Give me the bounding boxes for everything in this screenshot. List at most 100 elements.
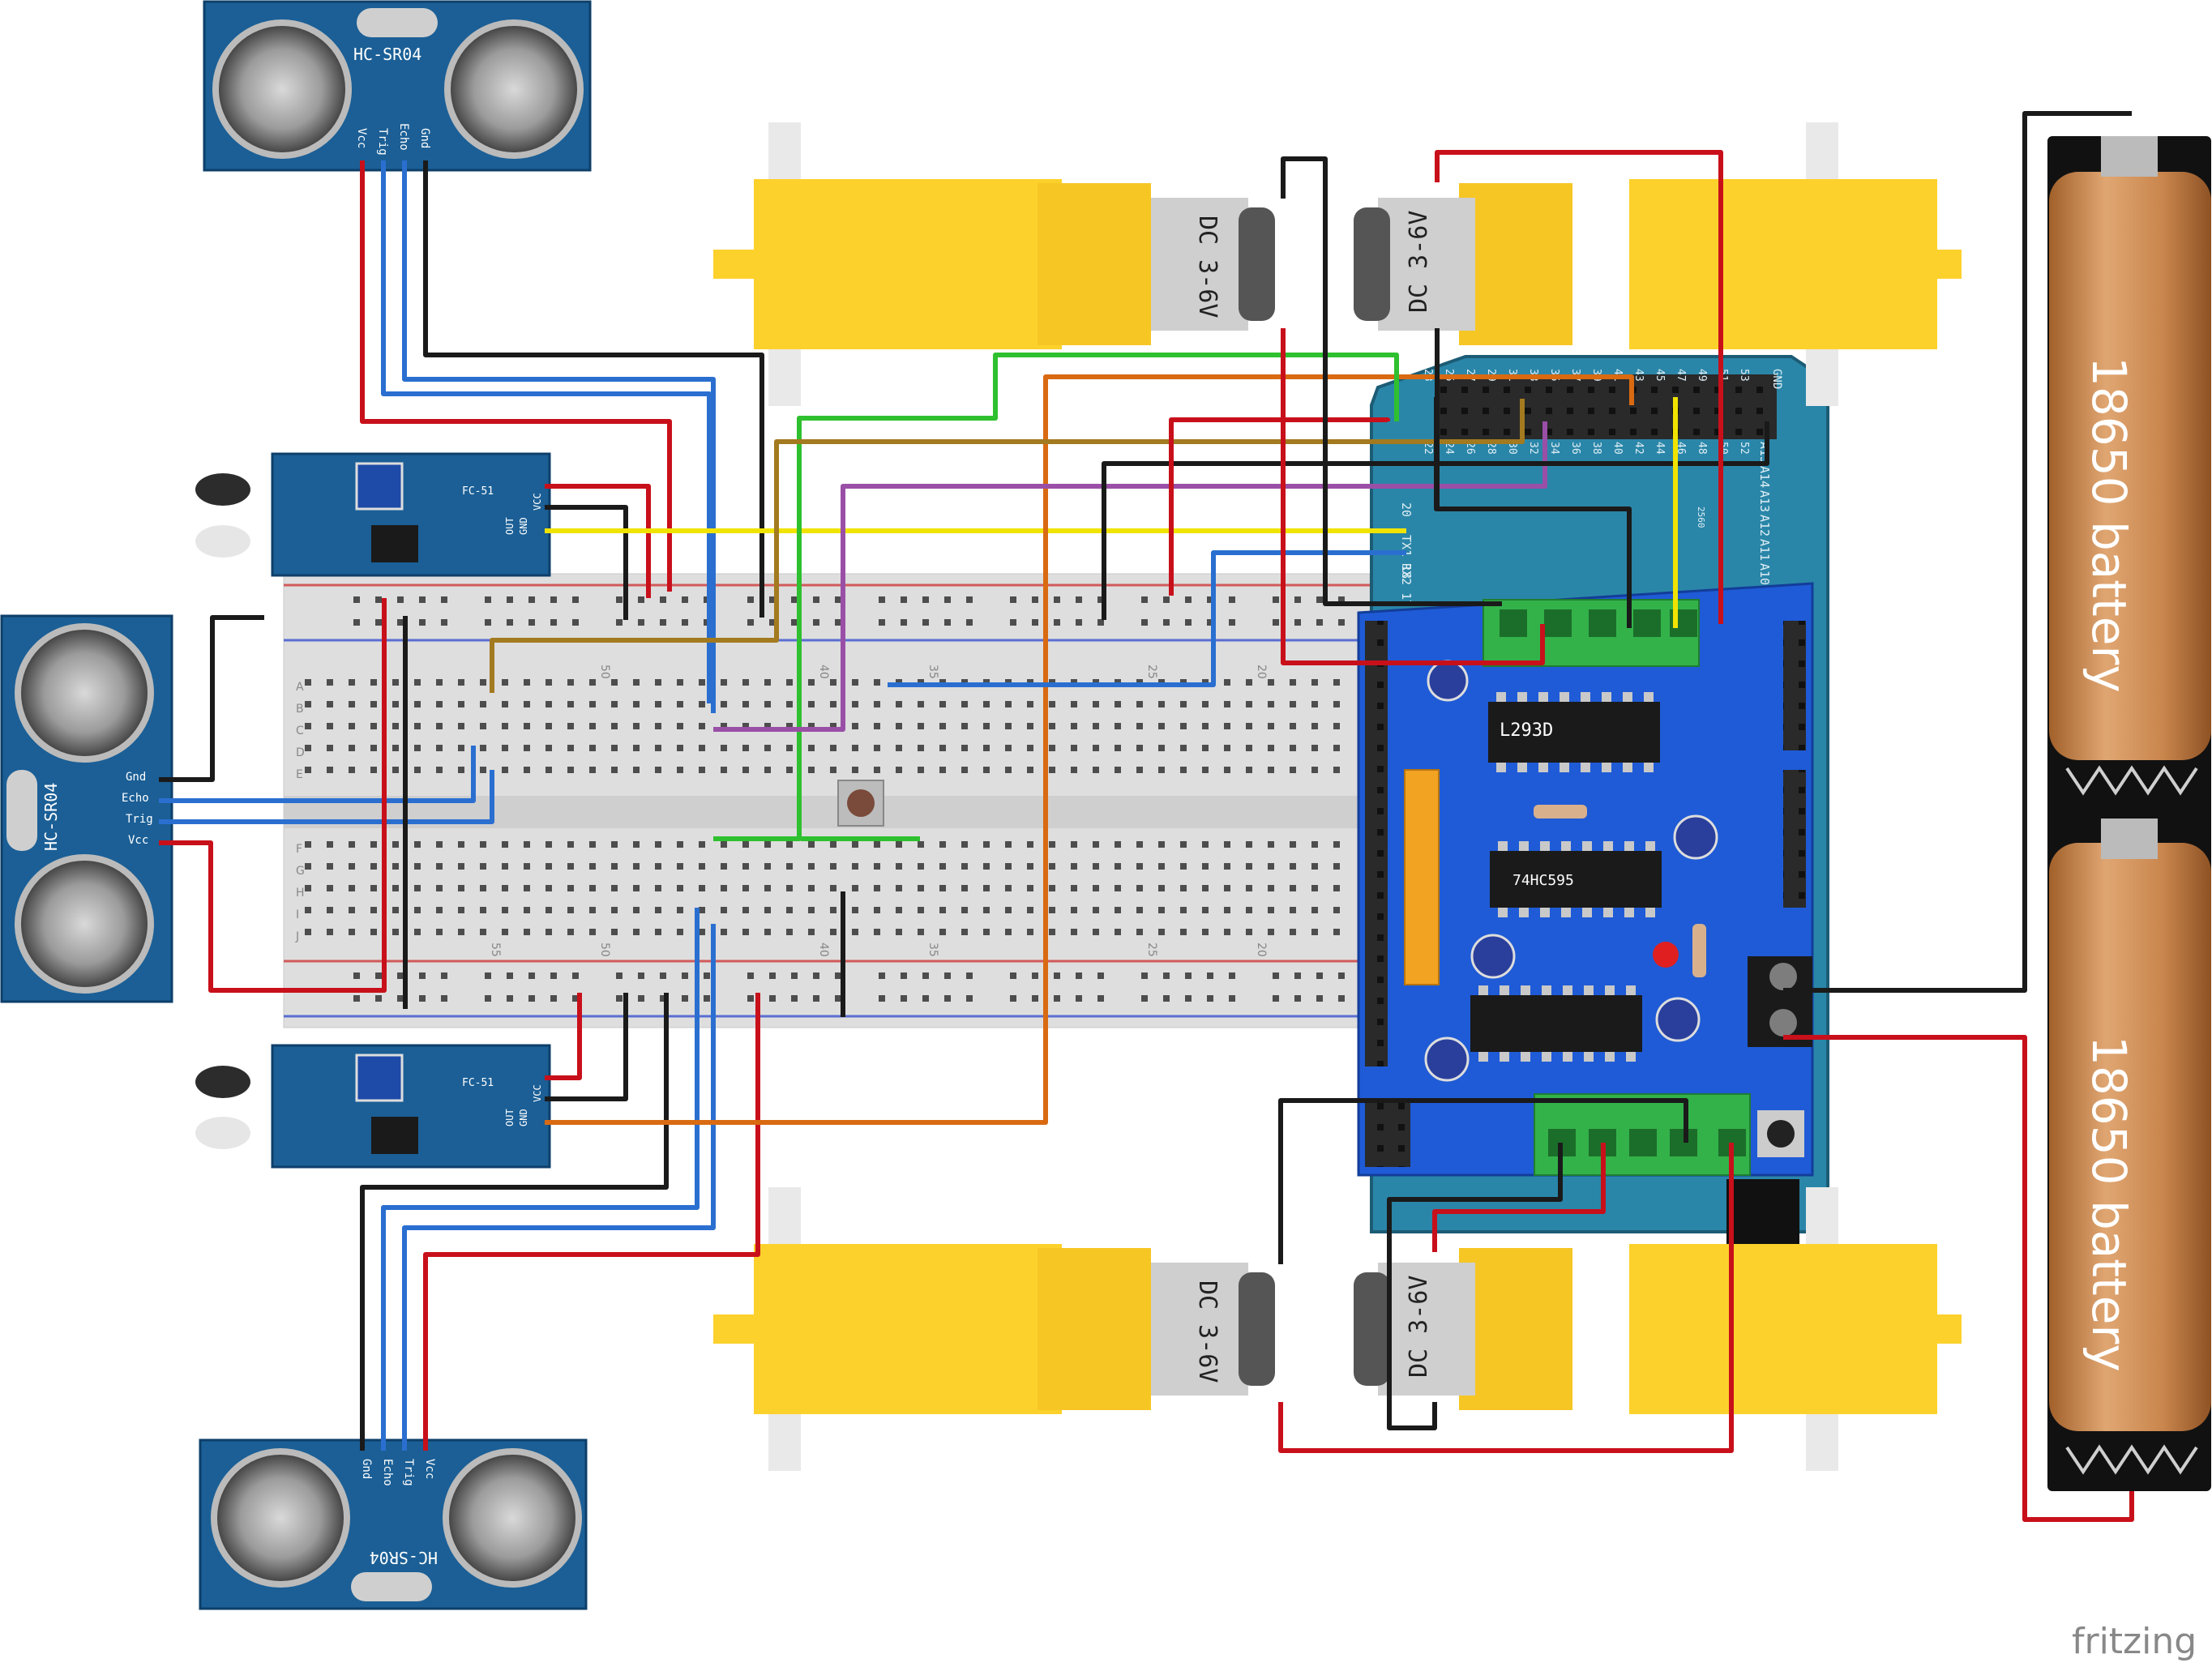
wire-blue [159,746,476,803]
push-button[interactable] [837,780,884,827]
gnd-label: GND [1770,369,1783,389]
wire-orange [545,374,1634,1125]
col-number: 20 [1255,942,1268,957]
pin-number: 44 [1654,442,1666,455]
resistor [1534,805,1587,819]
comm-label: TX1 18 [1399,535,1414,579]
capacitor [1424,1037,1470,1082]
pin-number: 42 [1632,442,1645,455]
capacitor [1655,997,1701,1042]
comm-label: 20 [1399,502,1414,517]
ir-sensor-module-top: FC-51 OUT GND VCC [195,452,551,577]
wire-blue [402,160,716,713]
pin-label: Gnd [360,1459,373,1479]
ultrasonic-sensor-top: HC-SR04 Vcc Trig Echo Gnd [203,0,592,172]
pin-number: 28 [1485,442,1497,455]
battery-holder: 18650 battery 18650 battery [2047,136,2211,1491]
wire-red [159,598,387,993]
ir-label: FC-51 [462,1077,494,1089]
pin-label: OUT [504,1109,516,1126]
wire-black [423,160,764,618]
wire-blue [402,924,716,1451]
row-letter: F [296,843,302,856]
ir-sensor-module-bottom: FC-51 OUT GND VCC [195,1044,551,1169]
row-letter: E [296,768,303,781]
chip-label: 74HC595 [1512,872,1574,889]
pin-number: 32 [1527,442,1539,455]
wires [159,111,2134,1522]
chip-74hc595: 74HC595 [1490,851,1662,908]
pin-label: Gnd [418,128,431,148]
row-letter: I [296,908,299,921]
pin-label: VCC [532,493,543,511]
wire-red [360,160,672,592]
pin-number: 38 [1590,442,1602,455]
pin-label: Vcc [128,834,148,847]
pin-label: Trig [376,128,389,156]
comm-labels: TX1 18 RX2 17 20 [1399,502,1414,607]
analog-label: A10 [1757,563,1772,585]
pin-label: Gnd [126,771,146,784]
capacitor [1470,934,1516,979]
pin-label: Echo [122,792,149,805]
sensor-label: HC-SR04 [353,45,421,64]
capacitor-bank [1404,769,1440,985]
wire-black [545,505,628,620]
wire-red [545,484,651,598]
analog-label: A14 [1757,466,1772,488]
battery-label: 18650 battery [2082,1036,2137,1372]
col-number: 25 [1145,942,1158,957]
pin-number: 30 [1506,442,1518,455]
capacitor [1427,660,1469,702]
motor-shield: L293D 74HC595 [1357,582,1814,1177]
wire-red [1169,417,1390,596]
col-number: 55 [489,942,502,957]
pin-label: Echo [381,1459,394,1486]
wire-red [1435,150,1723,624]
wire-black [1281,156,1502,606]
dc-motor: DC 3-6V [1354,1187,1962,1471]
wire-black [1278,1098,1688,1264]
wire-black [1783,111,2132,993]
dc-motor: DC 3-6V [1354,122,1962,406]
wire-black [545,993,628,1101]
row-letter: C [296,725,304,737]
wire-blue [381,160,712,703]
motors: DC 3-6V DC 3-6V DC 3-6V DC 3-6V [713,122,1962,1471]
wire-red [545,993,582,1080]
wire-black [360,993,669,1451]
wire-red [1432,1143,1606,1252]
pin-label: VCC [532,1084,543,1102]
row-letter: H [296,887,305,900]
motor-label: DC 3-6V [1193,216,1222,318]
chip-label: L293D [1500,720,1553,741]
pin-label: OUT [504,517,516,535]
wire-blue [888,550,1406,687]
battery-label: 18650 battery [2082,357,2137,693]
wire-black [1387,1143,1563,1430]
dc-motor: DC 3-6V [713,1187,1275,1471]
resistor [1692,924,1706,977]
digital-header [1436,374,1777,439]
pin-label: Trig [126,813,153,826]
pin-number: 24 [1443,442,1455,455]
pin-label: Vcc [423,1459,436,1479]
pin-label: GND [518,517,529,535]
analog-label: A13 [1757,490,1772,512]
wire-green [713,353,1399,841]
led-indicator [1653,942,1679,968]
ultrasonic-sensor-left: HC-SR04 Gnd Echo Trig Vcc [0,614,173,1003]
pin-label: Vcc [355,128,368,148]
col-number: 50 [598,665,611,679]
fritzing-watermark: fritzing [2072,1621,2197,1662]
pin-label: Trig [402,1459,415,1486]
power-jack [1726,1179,1799,1244]
col-number: 40 [817,665,830,679]
sensor-label: HC-SR04 [370,1548,438,1567]
pin-number: 48 [1696,442,1708,455]
col-number: 35 [926,942,939,957]
breadboard-row-letters: A B C D E F G H I J [295,681,305,943]
board-ref: 2560 [1696,507,1706,528]
row-letter: G [296,865,305,878]
